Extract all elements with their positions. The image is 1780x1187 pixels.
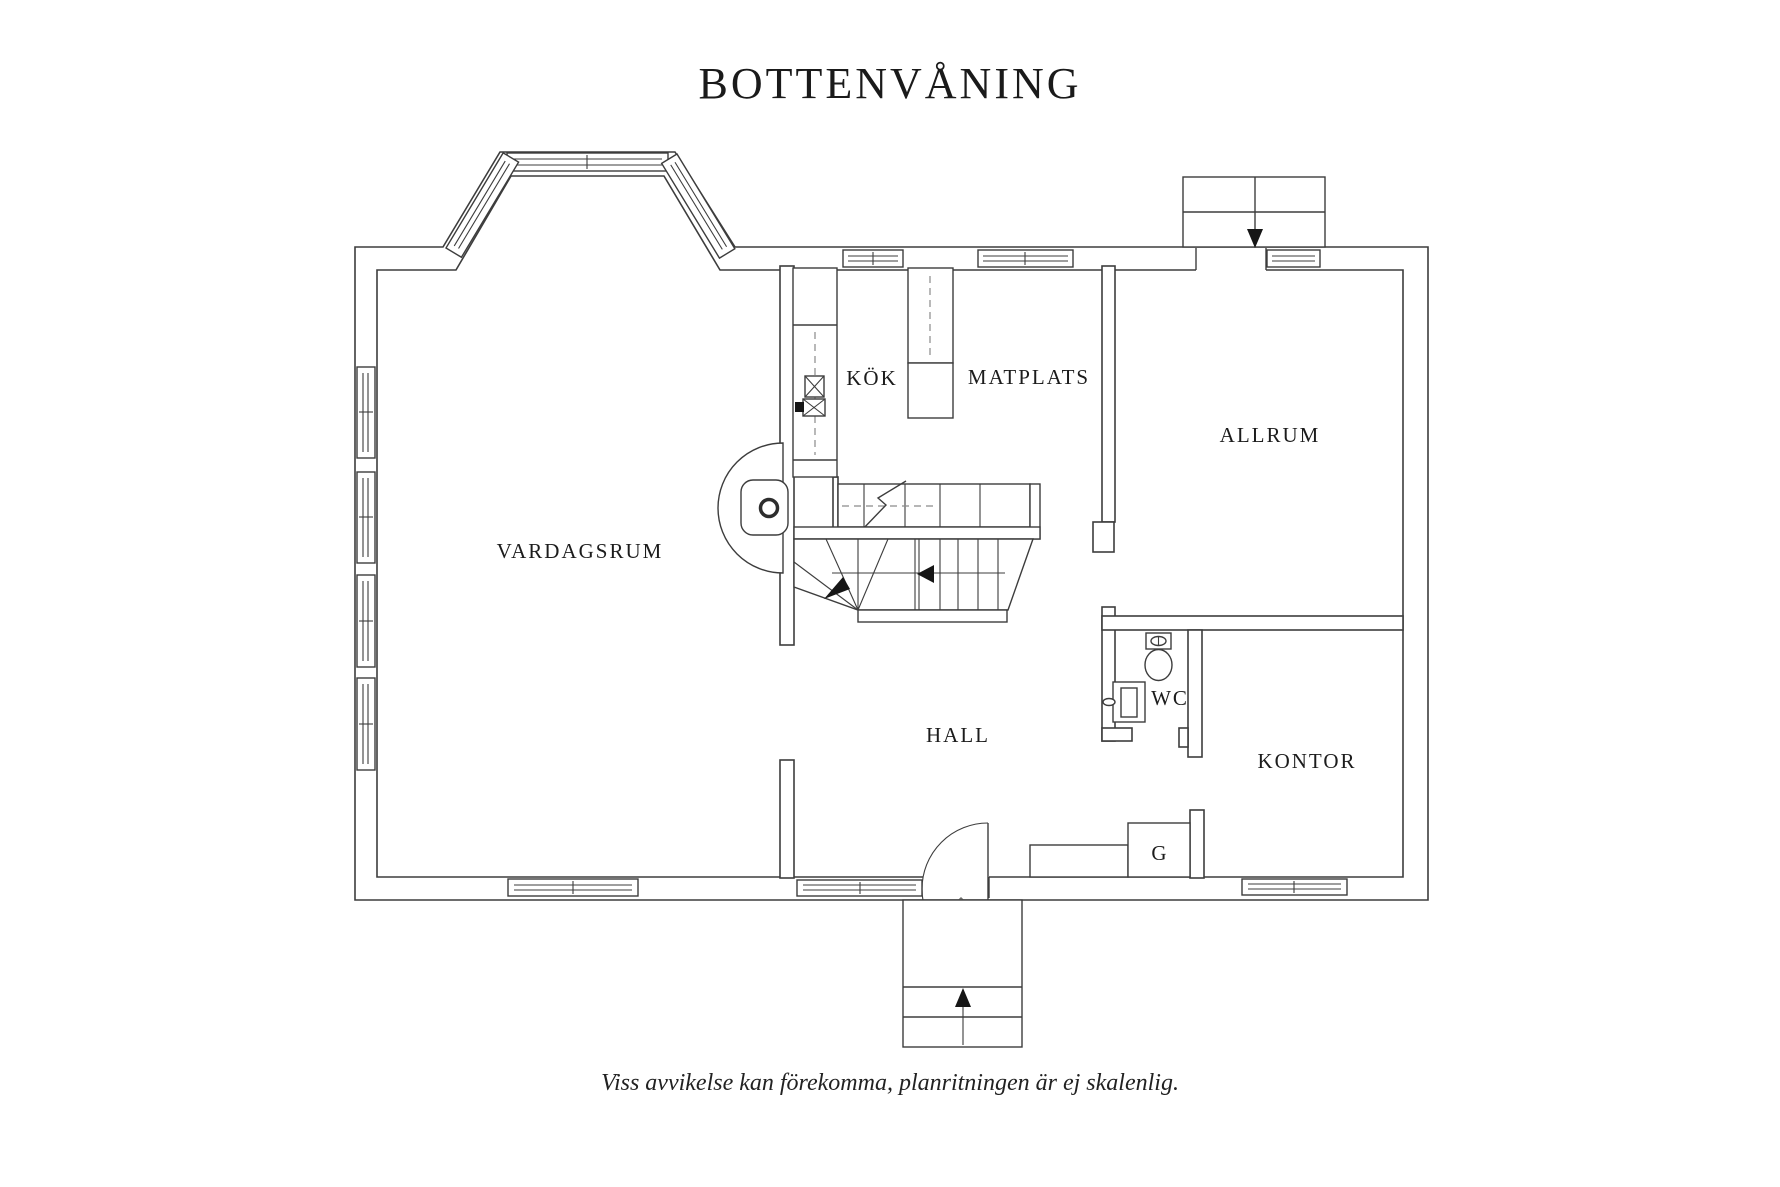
toilet-icon — [1144, 632, 1173, 682]
stair-break-line — [860, 480, 907, 532]
room-label-matplats: MATPLATS — [968, 365, 1090, 389]
stair-direction-arrow-icon — [917, 565, 934, 583]
kitchen-counter — [792, 267, 838, 478]
window — [356, 574, 376, 668]
bench — [1029, 844, 1129, 878]
page-title: BOTTENVÅNING — [698, 59, 1082, 108]
window — [1241, 878, 1348, 896]
bay-window — [445, 151, 736, 260]
window — [356, 471, 376, 564]
entry-steps-bottom — [902, 899, 1023, 1048]
room-label-garderob: G — [1151, 841, 1168, 865]
room-label-kok: KÖK — [846, 366, 898, 390]
window — [1266, 249, 1321, 268]
room-label-kontor: KONTOR — [1257, 749, 1356, 773]
room-label-vardagsrum: VARDAGSRUM — [497, 539, 664, 563]
entry-arrow-icon — [1247, 229, 1263, 248]
fireplace — [717, 442, 789, 574]
flue-icon — [758, 497, 780, 519]
room-label-hall: HALL — [926, 723, 990, 747]
entry-steps-top — [1182, 176, 1326, 248]
top-entry-opening — [1196, 249, 1266, 272]
interior-walls — [779, 265, 1404, 879]
window — [356, 677, 376, 771]
sink-icon — [1102, 681, 1146, 723]
room-label-wc: WC — [1151, 686, 1189, 710]
closet-g — [1127, 822, 1191, 878]
window — [356, 366, 376, 459]
stair-direction-arrow-icon — [824, 577, 850, 599]
room-label-allrum: ALLRUM — [1220, 423, 1321, 447]
window — [977, 249, 1074, 268]
window — [507, 878, 639, 897]
window — [796, 879, 923, 897]
kitchen-cabinet — [907, 267, 954, 419]
window — [842, 249, 904, 268]
sink-icon — [795, 398, 826, 417]
entry-arrow-icon — [955, 988, 971, 1007]
staircase — [793, 480, 1041, 623]
disclaimer-text: Viss avvikelse kan förekomma, planritnin… — [601, 1070, 1179, 1096]
stove-icon — [804, 375, 825, 398]
bottom-entry-opening — [923, 874, 989, 897]
